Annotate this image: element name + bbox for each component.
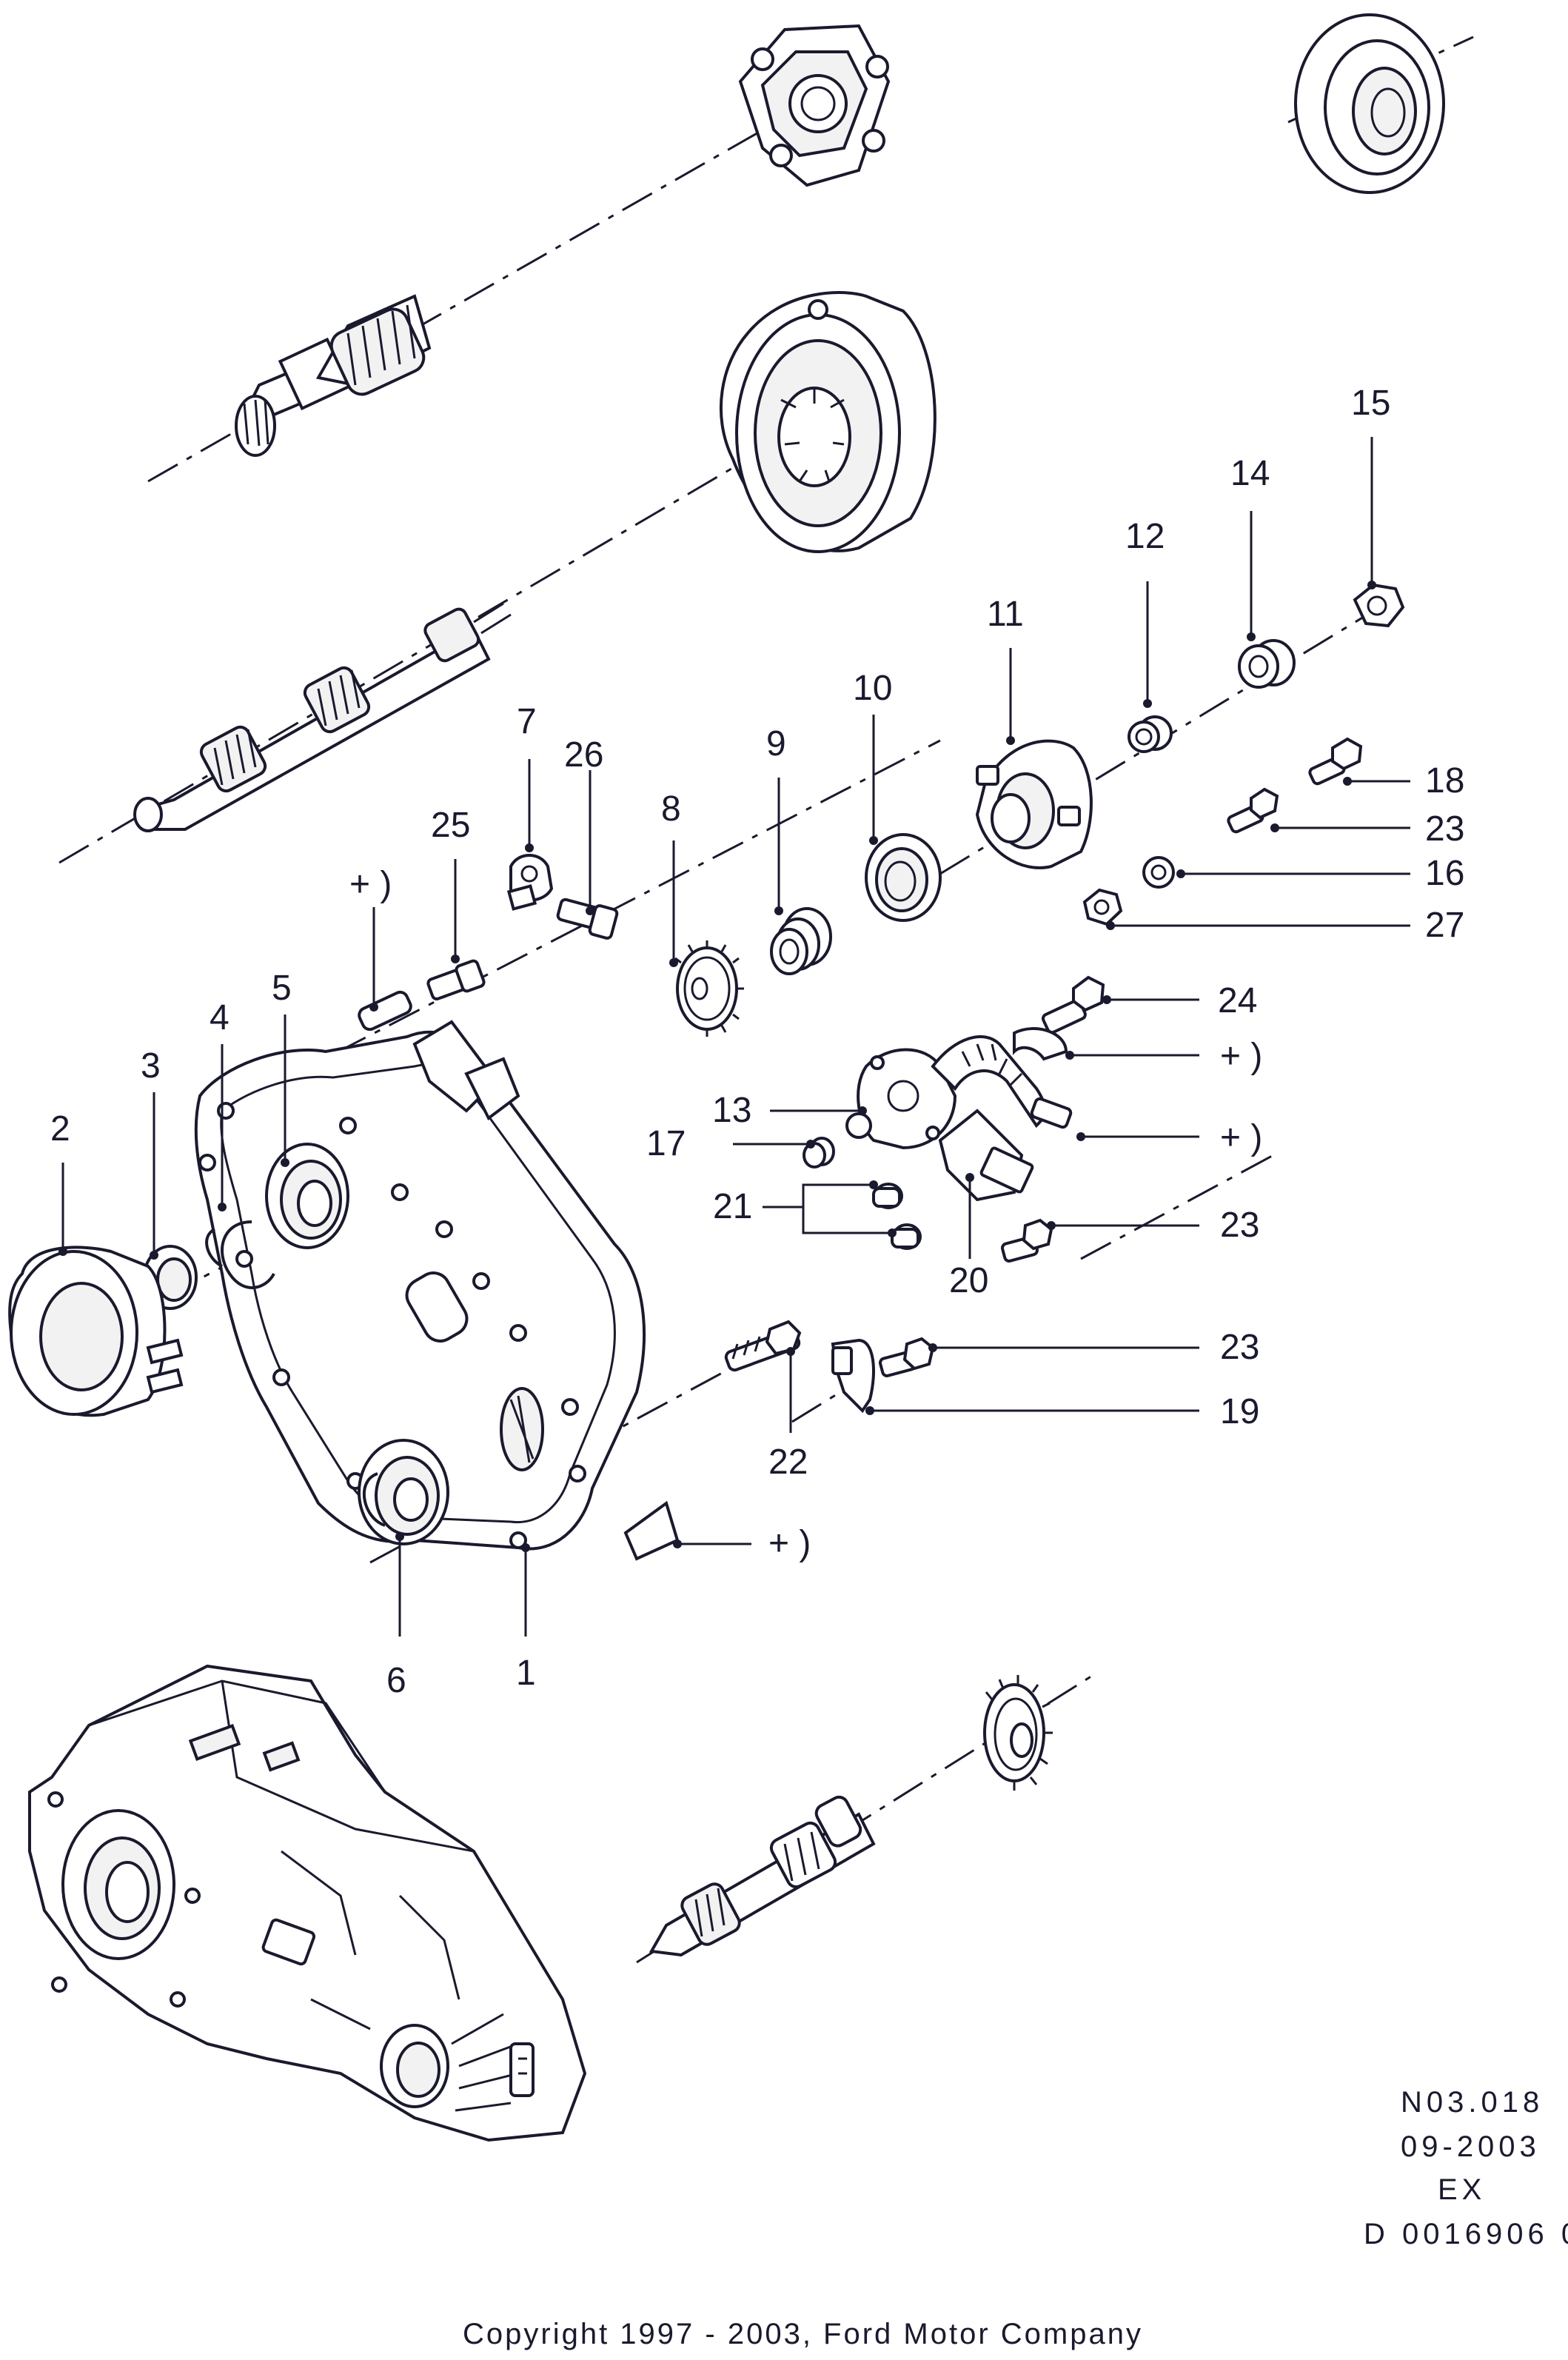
callout-8: 8 xyxy=(661,789,681,829)
part-plus-clip-upper xyxy=(358,990,412,1032)
part-21-plugs xyxy=(872,1183,922,1250)
snap-ring-4 xyxy=(205,1220,275,1289)
bearing-5 xyxy=(265,1143,349,1249)
diagram-code: N03.018 xyxy=(1401,2086,1544,2119)
callout-24: 24 xyxy=(1218,981,1257,1020)
callout-10: 10 xyxy=(853,669,892,708)
part-7-bracket xyxy=(506,854,554,911)
rear-output-gear xyxy=(983,1675,1053,1791)
part-23-bolt-b xyxy=(1000,1218,1053,1263)
part-25-bolt xyxy=(426,959,486,1001)
callout-25: 25 xyxy=(431,806,470,845)
copyright-notice: Copyright 1997 - 2003, Ford Motor Compan… xyxy=(463,2318,1143,2350)
part-15-nut xyxy=(1353,583,1405,628)
leader-lines xyxy=(58,437,1410,1637)
callout-23-b: 23 xyxy=(1220,1206,1259,1245)
part-19-bracket xyxy=(831,1338,875,1414)
part-22-stud xyxy=(724,1320,802,1372)
callout-plus-right-1: + ) xyxy=(1220,1037,1262,1076)
part-8-gear xyxy=(674,940,744,1037)
part-14-bushing xyxy=(1238,639,1296,689)
callout-16: 16 xyxy=(1425,854,1464,893)
callout-labels: 2 3 4 5 6 1 7 26 25 + ) 8 9 10 11 12 14 … xyxy=(50,384,1464,1700)
callout-plus-right-2: + ) xyxy=(1220,1118,1262,1157)
callout-plus-lower: + ) xyxy=(768,1524,811,1563)
callout-12: 12 xyxy=(1125,517,1165,556)
output-shaft xyxy=(133,602,512,832)
part-17-bushing xyxy=(803,1137,835,1169)
part-18-bolt xyxy=(1308,737,1363,786)
diagram-meta: N03.018 09-2003 EX D 0016906 0 xyxy=(1364,2086,1568,2250)
callout-21: 21 xyxy=(713,1187,752,1226)
part-16-washer xyxy=(1142,856,1175,889)
callout-23-a: 23 xyxy=(1425,809,1464,849)
callout-13: 13 xyxy=(712,1091,751,1130)
callout-5: 5 xyxy=(272,969,292,1008)
seal-top-right xyxy=(1294,13,1445,194)
callout-4: 4 xyxy=(210,998,229,1037)
part-plus-clip-right xyxy=(1013,1027,1068,1061)
diagram-variant: EX xyxy=(1438,2173,1486,2206)
callout-23-c: 23 xyxy=(1220,1328,1259,1367)
callout-27: 27 xyxy=(1425,906,1464,945)
callout-11: 11 xyxy=(987,595,1024,634)
diagram-reference: D 0016906 0 xyxy=(1364,2218,1568,2250)
flange-2 xyxy=(8,1246,184,1417)
input-shaft xyxy=(235,294,432,457)
part-24-bolt xyxy=(1042,975,1105,1034)
bearing-6 xyxy=(358,1439,449,1545)
callout-17: 17 xyxy=(646,1124,686,1163)
part-plus-clip-lower xyxy=(623,1500,680,1561)
callout-9: 9 xyxy=(766,724,786,763)
callout-15: 15 xyxy=(1351,384,1390,423)
callout-plus-upper: + ) xyxy=(349,865,392,904)
part-20-shift-sensor xyxy=(857,1035,1073,1202)
part-10-seal xyxy=(865,833,942,922)
callout-14: 14 xyxy=(1230,454,1270,493)
rear-output-shaft xyxy=(649,1795,876,1957)
part-13-bushing xyxy=(845,1112,872,1139)
callout-3: 3 xyxy=(141,1046,161,1086)
callout-22: 22 xyxy=(768,1443,808,1482)
callout-19: 19 xyxy=(1220,1392,1259,1431)
callout-18: 18 xyxy=(1425,761,1464,800)
planetary-carrier xyxy=(738,24,891,187)
callout-2: 2 xyxy=(50,1109,70,1149)
part-9-spring xyxy=(770,907,832,975)
callout-20: 20 xyxy=(949,1261,988,1300)
part-23-bolt-a xyxy=(1227,787,1279,834)
callout-7: 7 xyxy=(517,702,537,741)
transfer-case-assembly xyxy=(28,1664,587,2142)
callout-26: 26 xyxy=(564,735,603,775)
diagram-date: 09-2003 xyxy=(1401,2130,1541,2163)
part-23-bolt-c xyxy=(878,1337,935,1377)
callout-6: 6 xyxy=(386,1661,406,1700)
part-11-housing xyxy=(975,739,1093,869)
callout-1: 1 xyxy=(516,1654,536,1693)
clutch-drum xyxy=(719,291,937,553)
part-12-bushing xyxy=(1128,715,1173,753)
part-27-nut xyxy=(1082,888,1123,926)
